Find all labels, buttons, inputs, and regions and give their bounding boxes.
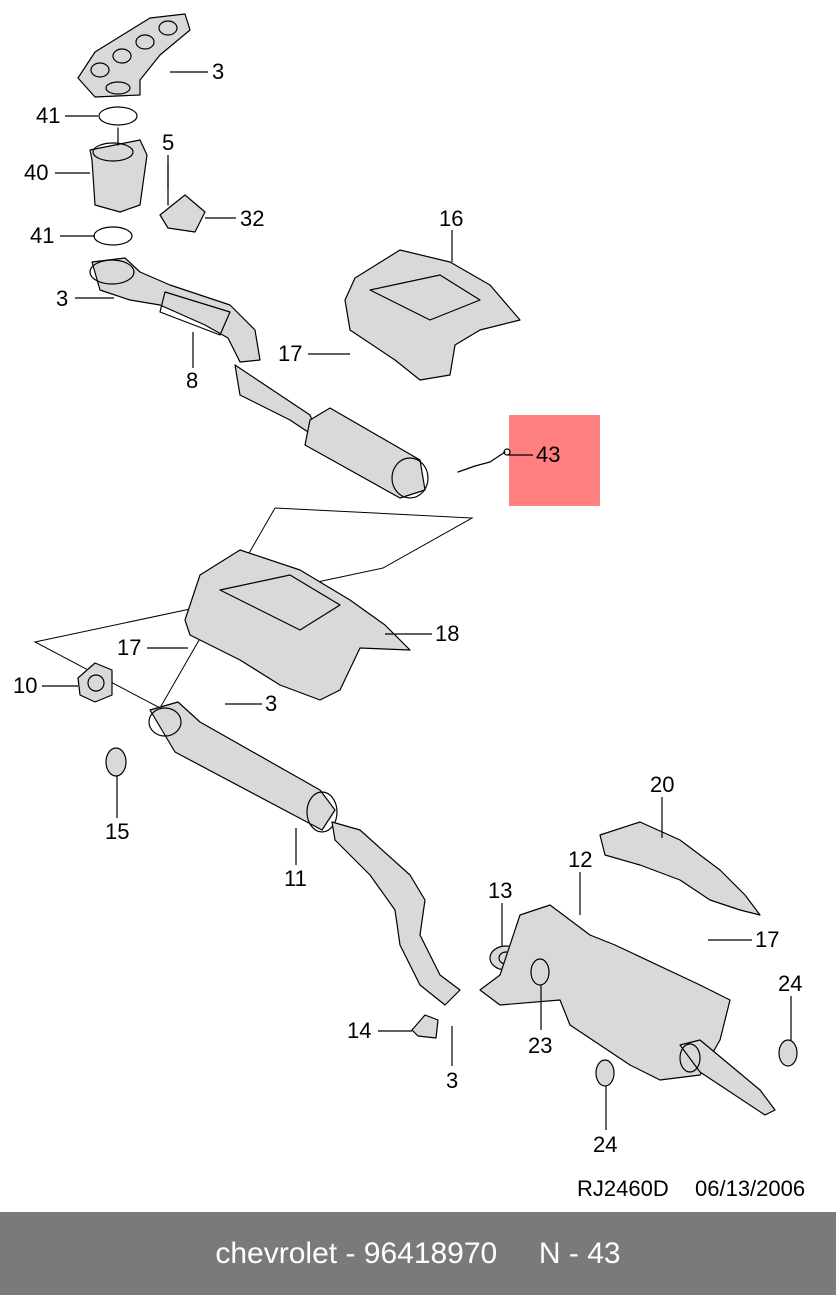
front-pipe <box>89 257 261 363</box>
callout-13-gasket: 13 <box>488 878 512 903</box>
drawing-code: RJ2460D <box>577 1176 669 1201</box>
flange-gasket <box>77 662 113 703</box>
heat-shield-lower <box>184 549 411 701</box>
gasket-lower <box>93 226 133 246</box>
hanger-23 <box>530 958 550 986</box>
rubber-hanger <box>105 747 127 777</box>
callout-3-center-nut: 3 <box>265 691 277 716</box>
gasket-upper <box>98 106 138 126</box>
exhaust-manifold <box>77 13 191 98</box>
callout-12-rear-muffler: 12 <box>568 847 592 872</box>
callout-17-shield-nut: 17 <box>117 635 141 660</box>
rear-muffler <box>479 904 776 1116</box>
callout-40-catalytic-converter: 40 <box>24 160 48 185</box>
callout-23-hanger: 23 <box>528 1033 552 1058</box>
callout-24-left-hanger: 24 <box>593 1132 617 1157</box>
callout-5-bolt: 5 <box>162 130 174 155</box>
catalytic-converter <box>89 127 148 213</box>
hanger-24-right <box>778 1039 798 1067</box>
callout-20-heat-shield: 20 <box>650 772 674 797</box>
leader-lines <box>42 71 792 1130</box>
callout-17-upper-nut: 17 <box>278 341 302 366</box>
hanger-24-left <box>595 1059 615 1087</box>
footer-text: chevrolet - 96418970 N - 43 <box>215 1236 621 1270</box>
callout-14-clamp: 14 <box>347 1018 371 1043</box>
bracket <box>159 194 206 233</box>
flex-pipe <box>331 821 461 1006</box>
callout-17-rear-nut: 17 <box>755 927 779 952</box>
callout-10-gasket: 10 <box>13 673 37 698</box>
callout-24-right-hanger: 24 <box>778 971 802 996</box>
callout-41-lower-gasket: 41 <box>30 223 54 248</box>
callout-3-front-nut: 3 <box>56 286 68 311</box>
callout-3-manifold-nut: 3 <box>212 59 224 84</box>
callout-11-muffler: 11 <box>284 866 307 891</box>
callout-41-upper-gasket: 41 <box>36 103 60 128</box>
intermediate-muffler <box>148 701 338 833</box>
heat-shield-upper <box>344 249 521 381</box>
callout-15-hanger: 15 <box>105 819 129 844</box>
oxygen-sensor <box>457 451 506 473</box>
callout-43-sensor: 43 <box>536 442 560 467</box>
callout-8-front-pipe: 8 <box>186 368 198 393</box>
rear-heat-shield <box>599 821 761 916</box>
clamp <box>411 1014 439 1039</box>
drawing-date: 06/13/2006 <box>695 1176 805 1201</box>
callout-16-heat-shield: 16 <box>439 206 463 231</box>
callout-18-heat-shield: 18 <box>435 621 459 646</box>
footer-bar: chevrolet - 96418970 N - 43 <box>0 1212 836 1295</box>
callout-32-bracket: 32 <box>240 206 264 231</box>
resonator-pipe <box>234 364 429 499</box>
highlight-box <box>509 415 600 506</box>
exhaust-system-diagram: 3 41 40 5 32 41 3 8 16 17 43 17 18 10 3 … <box>13 13 805 1201</box>
callout-3-rear-nut: 3 <box>446 1068 458 1093</box>
